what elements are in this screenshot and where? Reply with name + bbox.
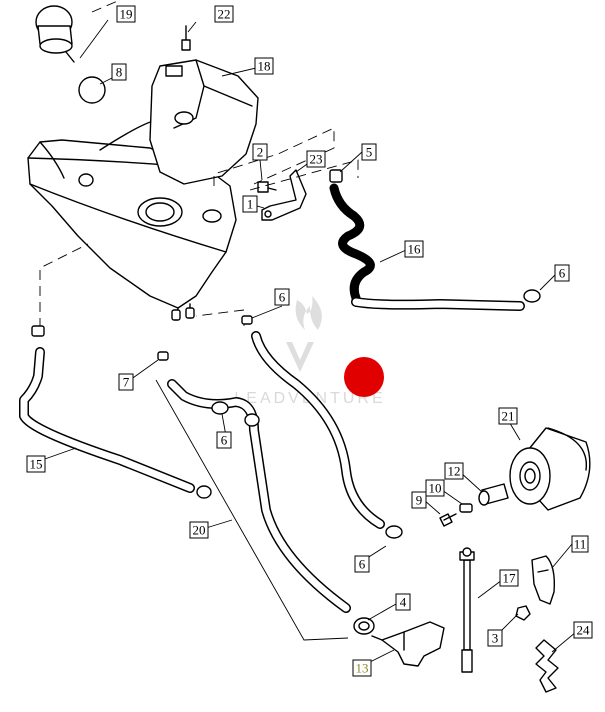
svg-text:12: 12 [448,464,461,479]
svg-text:22: 22 [218,7,231,22]
callout-23: 23 [306,150,326,168]
fitting-4 [353,617,375,635]
svg-text:6: 6 [279,290,286,305]
nut-3 [515,605,531,621]
dipstick [459,547,475,673]
hose-return [241,315,403,539]
svg-text:16: 16 [408,242,422,257]
hose-15 [19,325,212,499]
svg-text:6: 6 [559,266,566,281]
hose-16 [329,169,541,311]
svg-text:15: 15 [30,457,43,472]
callout-24: 24 [573,621,593,639]
callout-12: 12 [444,462,464,480]
callout-21: 21 [498,407,518,425]
callout-2: 2 [252,143,268,161]
callout-6-a: 6 [554,264,570,282]
callout-3: 3 [487,629,503,647]
callout-11: 11 [571,535,589,553]
svg-text:17: 17 [503,571,517,586]
svg-text:13: 13 [356,661,369,676]
svg-text:1: 1 [247,197,254,212]
svg-text:8: 8 [116,65,123,80]
callout-6-b: 6 [274,288,290,306]
svg-text:24: 24 [577,623,591,638]
svg-text:4: 4 [400,595,407,610]
bracket [257,169,307,221]
svg-text:6: 6 [221,433,228,448]
watermark-v-icon [286,342,314,372]
connector-13 [371,621,445,667]
svg-text:2: 2 [257,145,264,160]
red-marker-dot [344,357,384,397]
svg-text:7: 7 [123,375,130,390]
clamp-11 [531,555,556,605]
svg-text:6: 6 [359,557,366,572]
screw-22 [181,25,191,51]
callout-6-d: 6 [354,555,370,573]
clip-24 [535,639,559,693]
oil-filter [509,427,591,511]
reservoir-housing [149,59,259,185]
svg-text:19: 19 [120,7,133,22]
callout-9: 9 [411,491,427,509]
callout-8: 8 [111,63,127,81]
svg-text:11: 11 [574,537,587,552]
watermark-flame-icon [295,296,322,330]
callout-5: 5 [361,143,377,161]
callout-19: 19 [116,5,136,23]
svg-text:10: 10 [429,481,442,496]
hose-20-bracket [155,379,349,641]
callout-10: 10 [425,479,445,497]
filter-adapter [439,483,509,527]
callout-7: 7 [118,373,134,391]
callout-17: 17 [499,569,519,587]
callout-1: 1 [242,195,258,213]
callout-22: 22 [214,5,234,23]
svg-text:3: 3 [492,631,499,646]
svg-text:21: 21 [502,409,515,424]
callout-20: 20 [189,521,209,539]
callout-13: 13 [352,659,372,677]
callout-18: 18 [254,57,274,75]
svg-text:9: 9 [416,493,423,508]
callout-16: 16 [404,240,424,258]
svg-text:5: 5 [366,145,373,160]
o-ring [78,76,106,104]
svg-text:23: 23 [310,152,323,167]
hose-20 [157,351,351,613]
callout-4: 4 [395,593,411,611]
callout-6-c: 6 [216,431,232,449]
filler-cap [35,5,75,63]
svg-text:18: 18 [258,59,271,74]
svg-text:20: 20 [193,523,206,538]
callout-15: 15 [26,455,46,473]
